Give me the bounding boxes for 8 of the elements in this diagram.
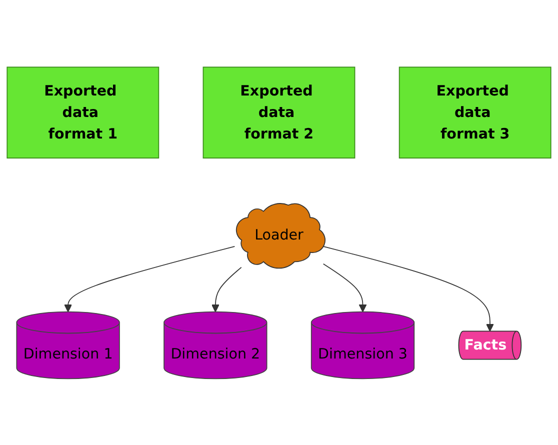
arrow bbox=[322, 263, 367, 312]
arrow bbox=[212, 266, 242, 312]
node-box: Exported data format 2 bbox=[202, 66, 356, 158]
node-box: Exported data format 3 bbox=[398, 66, 552, 158]
arrow bbox=[64, 246, 236, 312]
arrow bbox=[322, 246, 494, 332]
node-text: Facts bbox=[464, 336, 507, 353]
node-box: Exported data format 1 bbox=[6, 66, 160, 158]
